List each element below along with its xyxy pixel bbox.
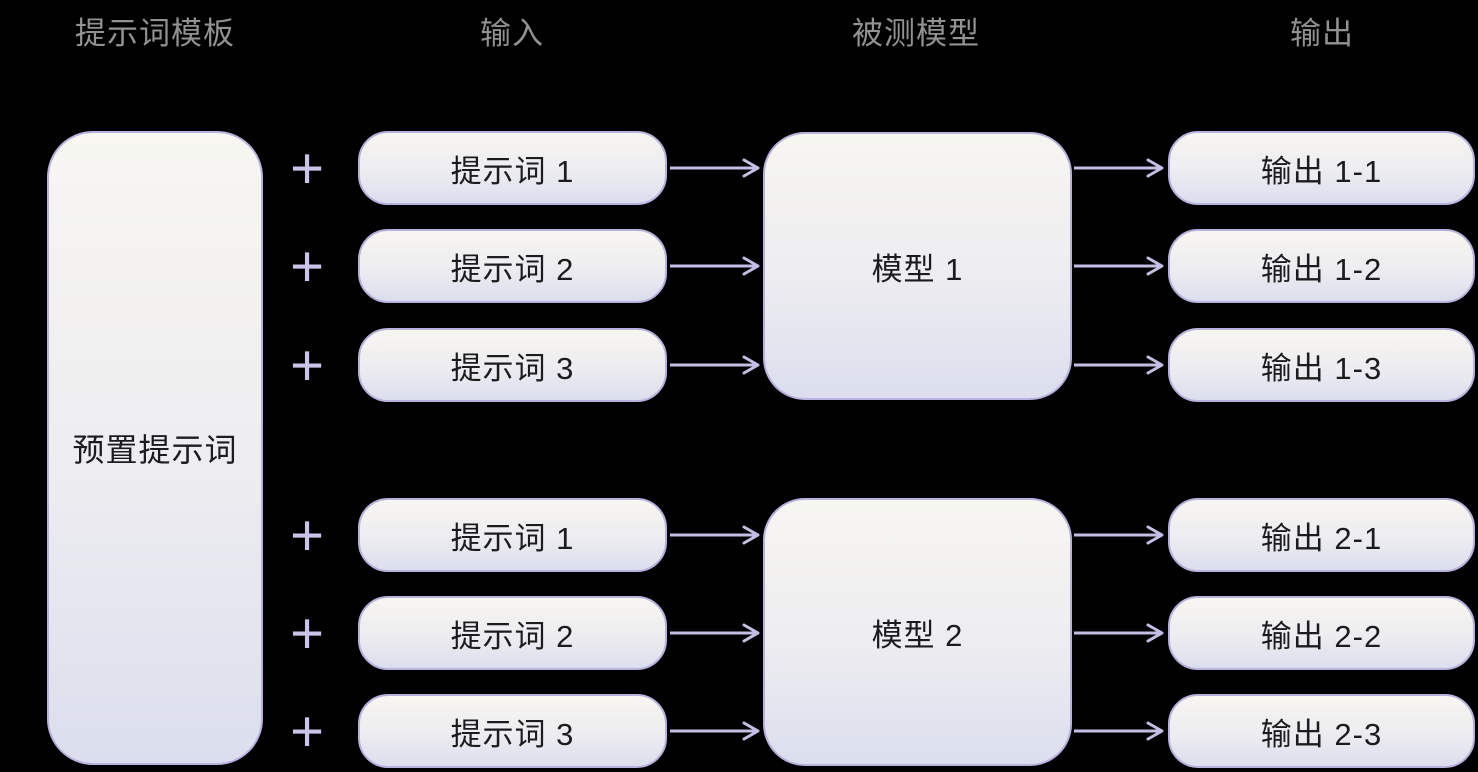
output-node: 输出 1-1 xyxy=(1168,131,1475,205)
plus-icon: + xyxy=(290,600,324,666)
plus-icon: + xyxy=(290,698,324,764)
input-prompt-node: 提示词 3 xyxy=(358,694,667,768)
output-node: 输出 2-3 xyxy=(1168,694,1475,768)
plus-icon: + xyxy=(290,332,324,398)
input-prompt-node: 提示词 2 xyxy=(358,596,667,670)
arrow-right-icon xyxy=(1074,623,1164,643)
header-prompt-template: 提示词模板 xyxy=(75,16,235,51)
arrow-right-icon xyxy=(1074,256,1164,276)
preset-prompt-node: 预置提示词 xyxy=(47,131,263,765)
input-prompt-node: 提示词 3 xyxy=(358,328,667,402)
arrow-right-icon xyxy=(670,721,760,741)
arrow-right-icon xyxy=(670,355,760,375)
plus-icon: + xyxy=(290,502,324,568)
header-model-under-test: 被测模型 xyxy=(852,16,980,51)
plus-icon: + xyxy=(290,135,324,201)
arrow-right-icon xyxy=(1074,355,1164,375)
plus-icon: + xyxy=(290,233,324,299)
arrow-right-icon xyxy=(670,525,760,545)
input-prompt-node: 提示词 1 xyxy=(358,498,667,572)
input-prompt-node: 提示词 2 xyxy=(358,229,667,303)
output-node: 输出 1-3 xyxy=(1168,328,1475,402)
model-node: 模型 1 xyxy=(763,132,1072,400)
output-node: 输出 2-1 xyxy=(1168,498,1475,572)
output-node: 输出 1-2 xyxy=(1168,229,1475,303)
output-node: 输出 2-2 xyxy=(1168,596,1475,670)
header-input: 输入 xyxy=(480,16,544,51)
header-output: 输出 xyxy=(1290,16,1354,51)
model-node: 模型 2 xyxy=(763,498,1072,766)
arrow-right-icon xyxy=(1074,525,1164,545)
arrow-right-icon xyxy=(1074,158,1164,178)
arrow-right-icon xyxy=(670,256,760,276)
arrow-right-icon xyxy=(1074,721,1164,741)
arrow-right-icon xyxy=(670,623,760,643)
arrow-right-icon xyxy=(670,158,760,178)
input-prompt-node: 提示词 1 xyxy=(358,131,667,205)
